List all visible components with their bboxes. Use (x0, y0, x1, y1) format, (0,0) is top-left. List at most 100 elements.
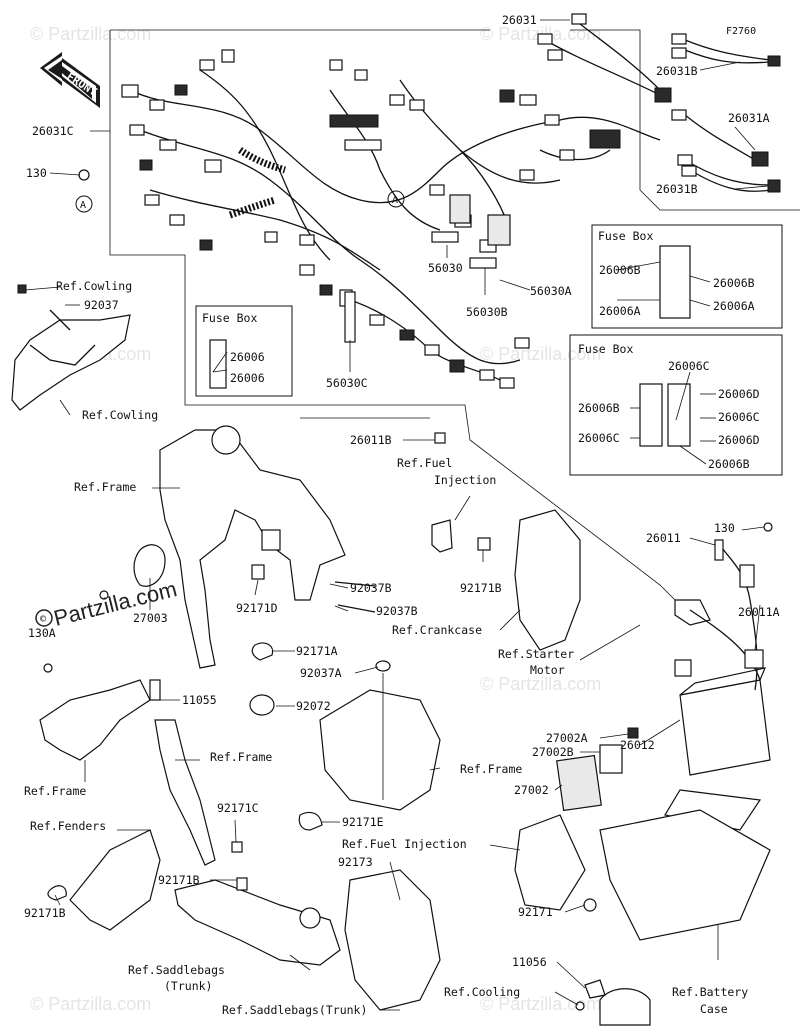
part-label-26012: 26012 (620, 738, 655, 752)
tie-92037B-2 (337, 604, 376, 613)
sub-harness-26031A (671, 109, 769, 167)
fuse-label: 26006C (668, 359, 710, 373)
watermark-text: © Partzilla.com (30, 994, 151, 1014)
ref-label-fuel-injection-2: Injection (434, 473, 496, 487)
connector-26011 (714, 539, 724, 561)
fuse-label: 26006B (578, 401, 620, 415)
clamp-92171D (251, 564, 265, 580)
clamp-92171B-mid (477, 537, 491, 551)
fuse-box-frame-1 (195, 305, 293, 397)
clip-92037A (375, 660, 391, 672)
ref-label-crankcase: Ref.Crankcase (392, 623, 482, 637)
part-label-56030: 56030 (428, 261, 463, 275)
bolt-130-right-icon (763, 522, 773, 532)
frame-main (133, 425, 346, 669)
fuse-label: 26006C (578, 431, 620, 445)
part-label-130: 130 (26, 166, 47, 180)
part-label-26011A: 26011A (738, 605, 780, 619)
part-label-92171B: 92171B (460, 581, 502, 595)
part-label-92171C: 92171C (217, 801, 259, 815)
fuse-label: 26006A (713, 299, 755, 313)
svg-text:©: © (40, 614, 47, 625)
part-label-130A: 130A (28, 626, 56, 640)
fuse-label: 26006D (718, 433, 760, 447)
bolt-130-icon (78, 169, 90, 181)
callout-a-left (75, 195, 93, 213)
ref-label-frame: Ref.Frame (210, 750, 272, 764)
part-label-92037: 92037 (84, 298, 119, 312)
clamp-92171 (583, 898, 597, 912)
ref-label-saddlebags-2: (Trunk) (164, 979, 212, 993)
part-label-26031: 26031 (502, 13, 537, 27)
part-label-92037B: 92037B (376, 604, 418, 618)
sub-harness-26031B-top (671, 33, 781, 67)
ref-label-cowling: Ref.Cowling (82, 408, 158, 422)
ref-label-fuel-injection: Ref.Fuel (397, 456, 452, 470)
part-label-92037A: 92037A (300, 666, 342, 680)
part-label-92037B: 92037B (350, 581, 392, 595)
part-label-26011: 26011 (646, 531, 681, 545)
part-label-26031B: 26031B (656, 182, 698, 196)
sub-harness-26031 (537, 13, 672, 103)
bracket-11055 (39, 663, 161, 761)
part-label-92171: 92171 (518, 905, 553, 919)
ref-label-battery-case-2: Case (700, 1002, 728, 1016)
part-label-92171A: 92171A (296, 644, 338, 658)
fuse-label: 26006B (599, 263, 641, 277)
center-cover (319, 689, 651, 1026)
diagram-code: F2760 (726, 26, 756, 37)
harness-outline-right (570, 29, 800, 211)
bracket-11056 (584, 979, 606, 999)
fuse-box-labels: Fuse Box 26006 26006 Fuse Box 26006B 260… (202, 229, 760, 471)
part-label-27003: 27003 (133, 611, 168, 625)
fuse-box-title: Fuse Box (598, 229, 653, 243)
clamp-92171B-left (47, 885, 67, 901)
battery-assembly (514, 509, 771, 941)
callout-a-mid-label: A (392, 195, 398, 206)
part-label-56030B: 56030B (466, 305, 508, 319)
part-label-26031B: 26031B (656, 64, 698, 78)
fuse-label: 26006 (230, 350, 265, 364)
clamp-92171C (231, 841, 243, 853)
ref-label-frame: Ref.Frame (24, 784, 86, 798)
ref-label-cowling: Ref.Cowling (56, 279, 132, 293)
fuse-1 (209, 339, 227, 389)
band-92072 (249, 694, 275, 716)
bracket-fuel-injection (431, 519, 453, 553)
clamp-92171A (251, 642, 274, 661)
callout-a-mid (387, 190, 405, 208)
part-label-56030C: 56030C (326, 376, 368, 390)
fender-bracket (69, 719, 341, 966)
sub-harness-26031B-bottom (677, 154, 781, 193)
reference-labels: Ref.Cowling Ref.Cowling Ref.Frame Ref.Fu… (24, 279, 748, 1017)
fuse-3a (639, 383, 663, 447)
clamp-92171E (298, 811, 323, 831)
part-label-26031A: 26031A (728, 111, 770, 125)
callout-a-left-label: A (80, 200, 86, 211)
tie-92037B-1 (334, 581, 376, 587)
clamp-92171B-low (236, 877, 248, 891)
part-label-92171B: 92171B (158, 873, 200, 887)
fuse-label: 26006 (230, 371, 265, 385)
fuse-3b (667, 383, 691, 447)
ref-label-starter-motor-2: Motor (530, 663, 565, 677)
watermark-text: © Partzilla.com (480, 674, 601, 694)
part-label-26031C: 26031C (32, 124, 74, 138)
part-label-56030A: 56030A (530, 284, 572, 298)
connector-26011B (434, 432, 446, 444)
harness-outline (109, 30, 681, 606)
ref-label-fenders: Ref.Fenders (30, 819, 106, 833)
ref-label-cooling: Ref.Cooling (444, 985, 520, 999)
fuse-label: 26006C (718, 410, 760, 424)
ref-label-battery-case: Ref.Battery (672, 985, 748, 999)
ref-label-saddlebags: Ref.Saddlebags (128, 963, 225, 977)
ref-label-saddlebags-trunk: Ref.Saddlebags(Trunk) (222, 1003, 367, 1017)
fuse-box-title: Fuse Box (202, 311, 257, 325)
watermark-text: © Partzilla.com (30, 24, 151, 44)
part-label-92171B: 92171B (24, 906, 66, 920)
part-label-92173: 92173 (338, 855, 373, 869)
part-label-27002A: 27002A (546, 731, 588, 745)
ref-label-frame: Ref.Frame (74, 480, 136, 494)
